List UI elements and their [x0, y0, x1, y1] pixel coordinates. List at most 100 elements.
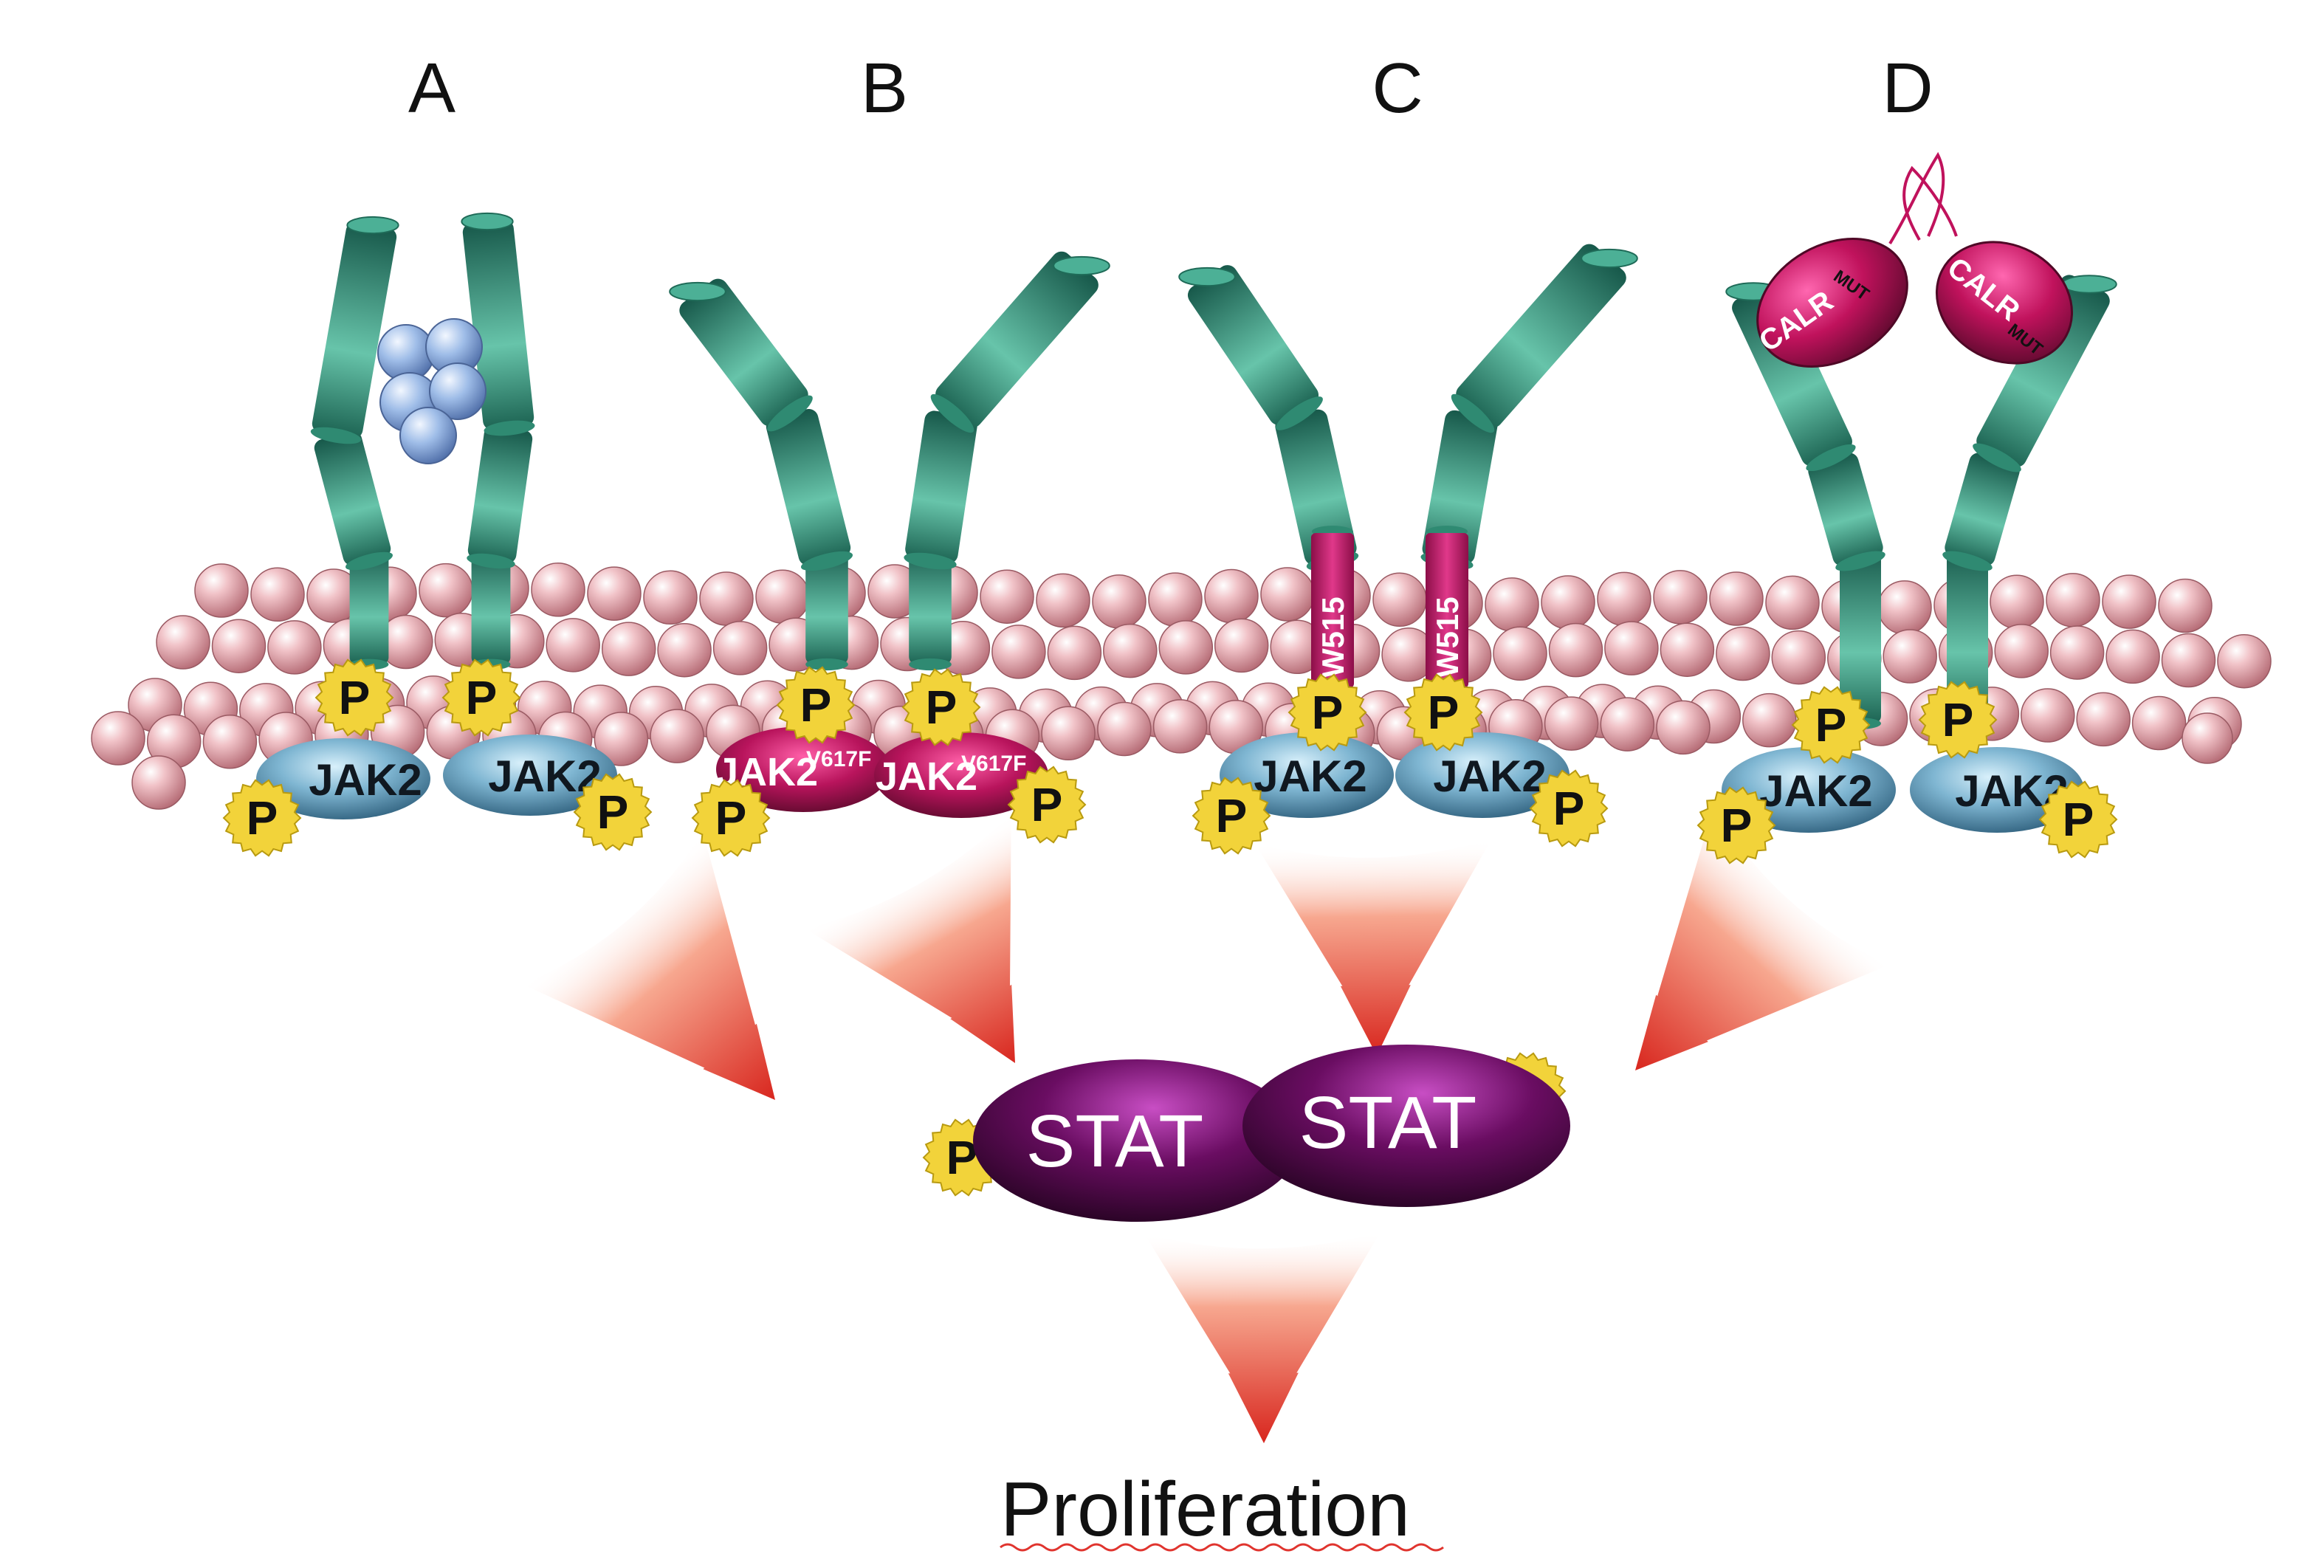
arrow-stat-to-proliferation: [1144, 1231, 1381, 1443]
membrane-bead: [2102, 574, 2156, 629]
stat-dimer: STAT STAT: [973, 1045, 1570, 1222]
svg-text:JAK2: JAK2: [309, 755, 422, 805]
membrane-bead: [1148, 572, 1203, 627]
receptor-c-right-cap: [1581, 248, 1638, 269]
phosphate-label: P: [1721, 799, 1753, 852]
membrane-bead: [1103, 623, 1158, 678]
membrane-bead: [1604, 621, 1659, 675]
membrane-bead: [531, 563, 585, 617]
membrane-bead: [211, 619, 267, 673]
membrane-bead: [2161, 633, 2216, 688]
svg-text:V617F: V617F: [806, 747, 871, 771]
phosphate-c-1: P: [1288, 673, 1367, 752]
membrane-bead: [587, 566, 642, 621]
receptor-a-left-cap: [346, 216, 399, 235]
svg-text:V617F: V617F: [961, 752, 1026, 776]
phosphate-a-1: P: [314, 659, 394, 737]
receptor-d-right-lower: [1942, 453, 2020, 571]
membrane-bead: [1152, 699, 1208, 754]
membrane-bead: [1653, 570, 1708, 625]
membrane-bead: [2131, 695, 2187, 751]
receptor-d-right-upper: [1973, 275, 2110, 472]
phosphate-b-4: P: [1007, 766, 1087, 844]
stat-left: STAT: [973, 1059, 1301, 1222]
phosphate-label: P: [1553, 782, 1585, 835]
membrane-bead: [250, 567, 305, 622]
membrane-bead: [1041, 706, 1096, 761]
membrane-bead: [546, 618, 600, 673]
membrane-bead: [643, 570, 698, 625]
membrane-bead: [594, 712, 649, 766]
receptor-a-right-cap: [461, 212, 514, 231]
membrane-bead: [1771, 630, 1826, 685]
membrane-bead: [1260, 567, 1315, 622]
arrow-c-to-stat: [1255, 839, 1491, 1056]
membrane-bead: [2049, 625, 2105, 680]
phosphate-label: P: [247, 791, 278, 845]
membrane-bead: [1883, 629, 1937, 684]
arrow-d-to-stat: [1634, 806, 1889, 1071]
receptor-b-right-cap: [1053, 255, 1110, 276]
ligand-cluster: [377, 318, 487, 464]
membrane-bead: [2021, 688, 2075, 743]
phosphate-a-3: P: [222, 779, 302, 857]
svg-text:STAT: STAT: [1026, 1100, 1204, 1183]
receptor-d-left-lower: [1808, 453, 1885, 571]
membrane-bead: [2217, 633, 2272, 689]
phosphate-c-4: P: [1529, 769, 1609, 847]
phosphate-d-4: P: [2038, 780, 2118, 859]
membrane-bead: [1541, 575, 1595, 630]
membrane-bead: [1765, 575, 1820, 630]
membrane-bead: [699, 571, 754, 626]
phosphate-label: P: [339, 671, 371, 724]
outcome-squiggle: [1000, 1543, 1444, 1552]
membrane-bead: [1709, 571, 1764, 626]
phosphate-label: P: [1428, 686, 1460, 739]
jak2-a-right: JAK2: [443, 735, 617, 816]
panel-label-b: B: [861, 49, 908, 128]
receptor-b-right-upper: [930, 251, 1099, 433]
receptor-b-left-upper: [679, 278, 813, 432]
stat-right: STAT: [1242, 1045, 1570, 1207]
membrane-bead: [1600, 697, 1655, 752]
membrane-bead: [2105, 629, 2160, 684]
membrane-bead: [194, 563, 249, 618]
arrow-b-to-stat: [805, 814, 1016, 1064]
membrane-bead: [1485, 577, 1539, 632]
jak2-a-left: JAK2: [256, 738, 430, 819]
membrane-bead: [131, 755, 186, 810]
membrane-bead: [267, 620, 322, 675]
phosphate-label: P: [926, 681, 958, 734]
receptor-b-right-lower: [904, 410, 977, 570]
membrane-bead: [601, 622, 656, 676]
phosphate-label: P: [466, 671, 498, 724]
membrane-bead: [1716, 626, 1770, 681]
receptor-a-left-lower: [314, 431, 393, 571]
membrane-bead: [1548, 622, 1603, 678]
phosphate-label: P: [1815, 698, 1847, 752]
receptor-c-left-cap: [1178, 267, 1236, 287]
membrane-bead: [2158, 578, 2213, 633]
receptor-b-right-tm: [909, 546, 952, 671]
membrane-bead: [2076, 692, 2131, 747]
panel-label-c: C: [1372, 49, 1423, 128]
membrane-bead: [1204, 568, 1259, 624]
membrane-bead: [202, 715, 258, 769]
svg-text:W515: W515: [1316, 596, 1350, 678]
membrane-bead: [2182, 712, 2233, 764]
jak2-c-left: JAK2: [1220, 732, 1394, 818]
svg-text:W515: W515: [1430, 596, 1465, 678]
membrane-bead: [980, 569, 1034, 624]
membrane-bead: [1994, 624, 2049, 678]
svg-text:JAK2: JAK2: [488, 752, 601, 801]
calr-mutant-right: CALR MUT: [1902, 165, 2074, 365]
phosphate-a-2: P: [441, 659, 521, 737]
membrane-bead: [1047, 625, 1102, 681]
w515-segment-left: W515: [1311, 533, 1354, 688]
membrane-bead: [1660, 622, 1715, 677]
phosphate-label: P: [1312, 686, 1344, 739]
membrane-bead: [1544, 696, 1599, 751]
receptor-b-left-lower: [766, 409, 853, 571]
membrane-bead: [91, 711, 145, 766]
